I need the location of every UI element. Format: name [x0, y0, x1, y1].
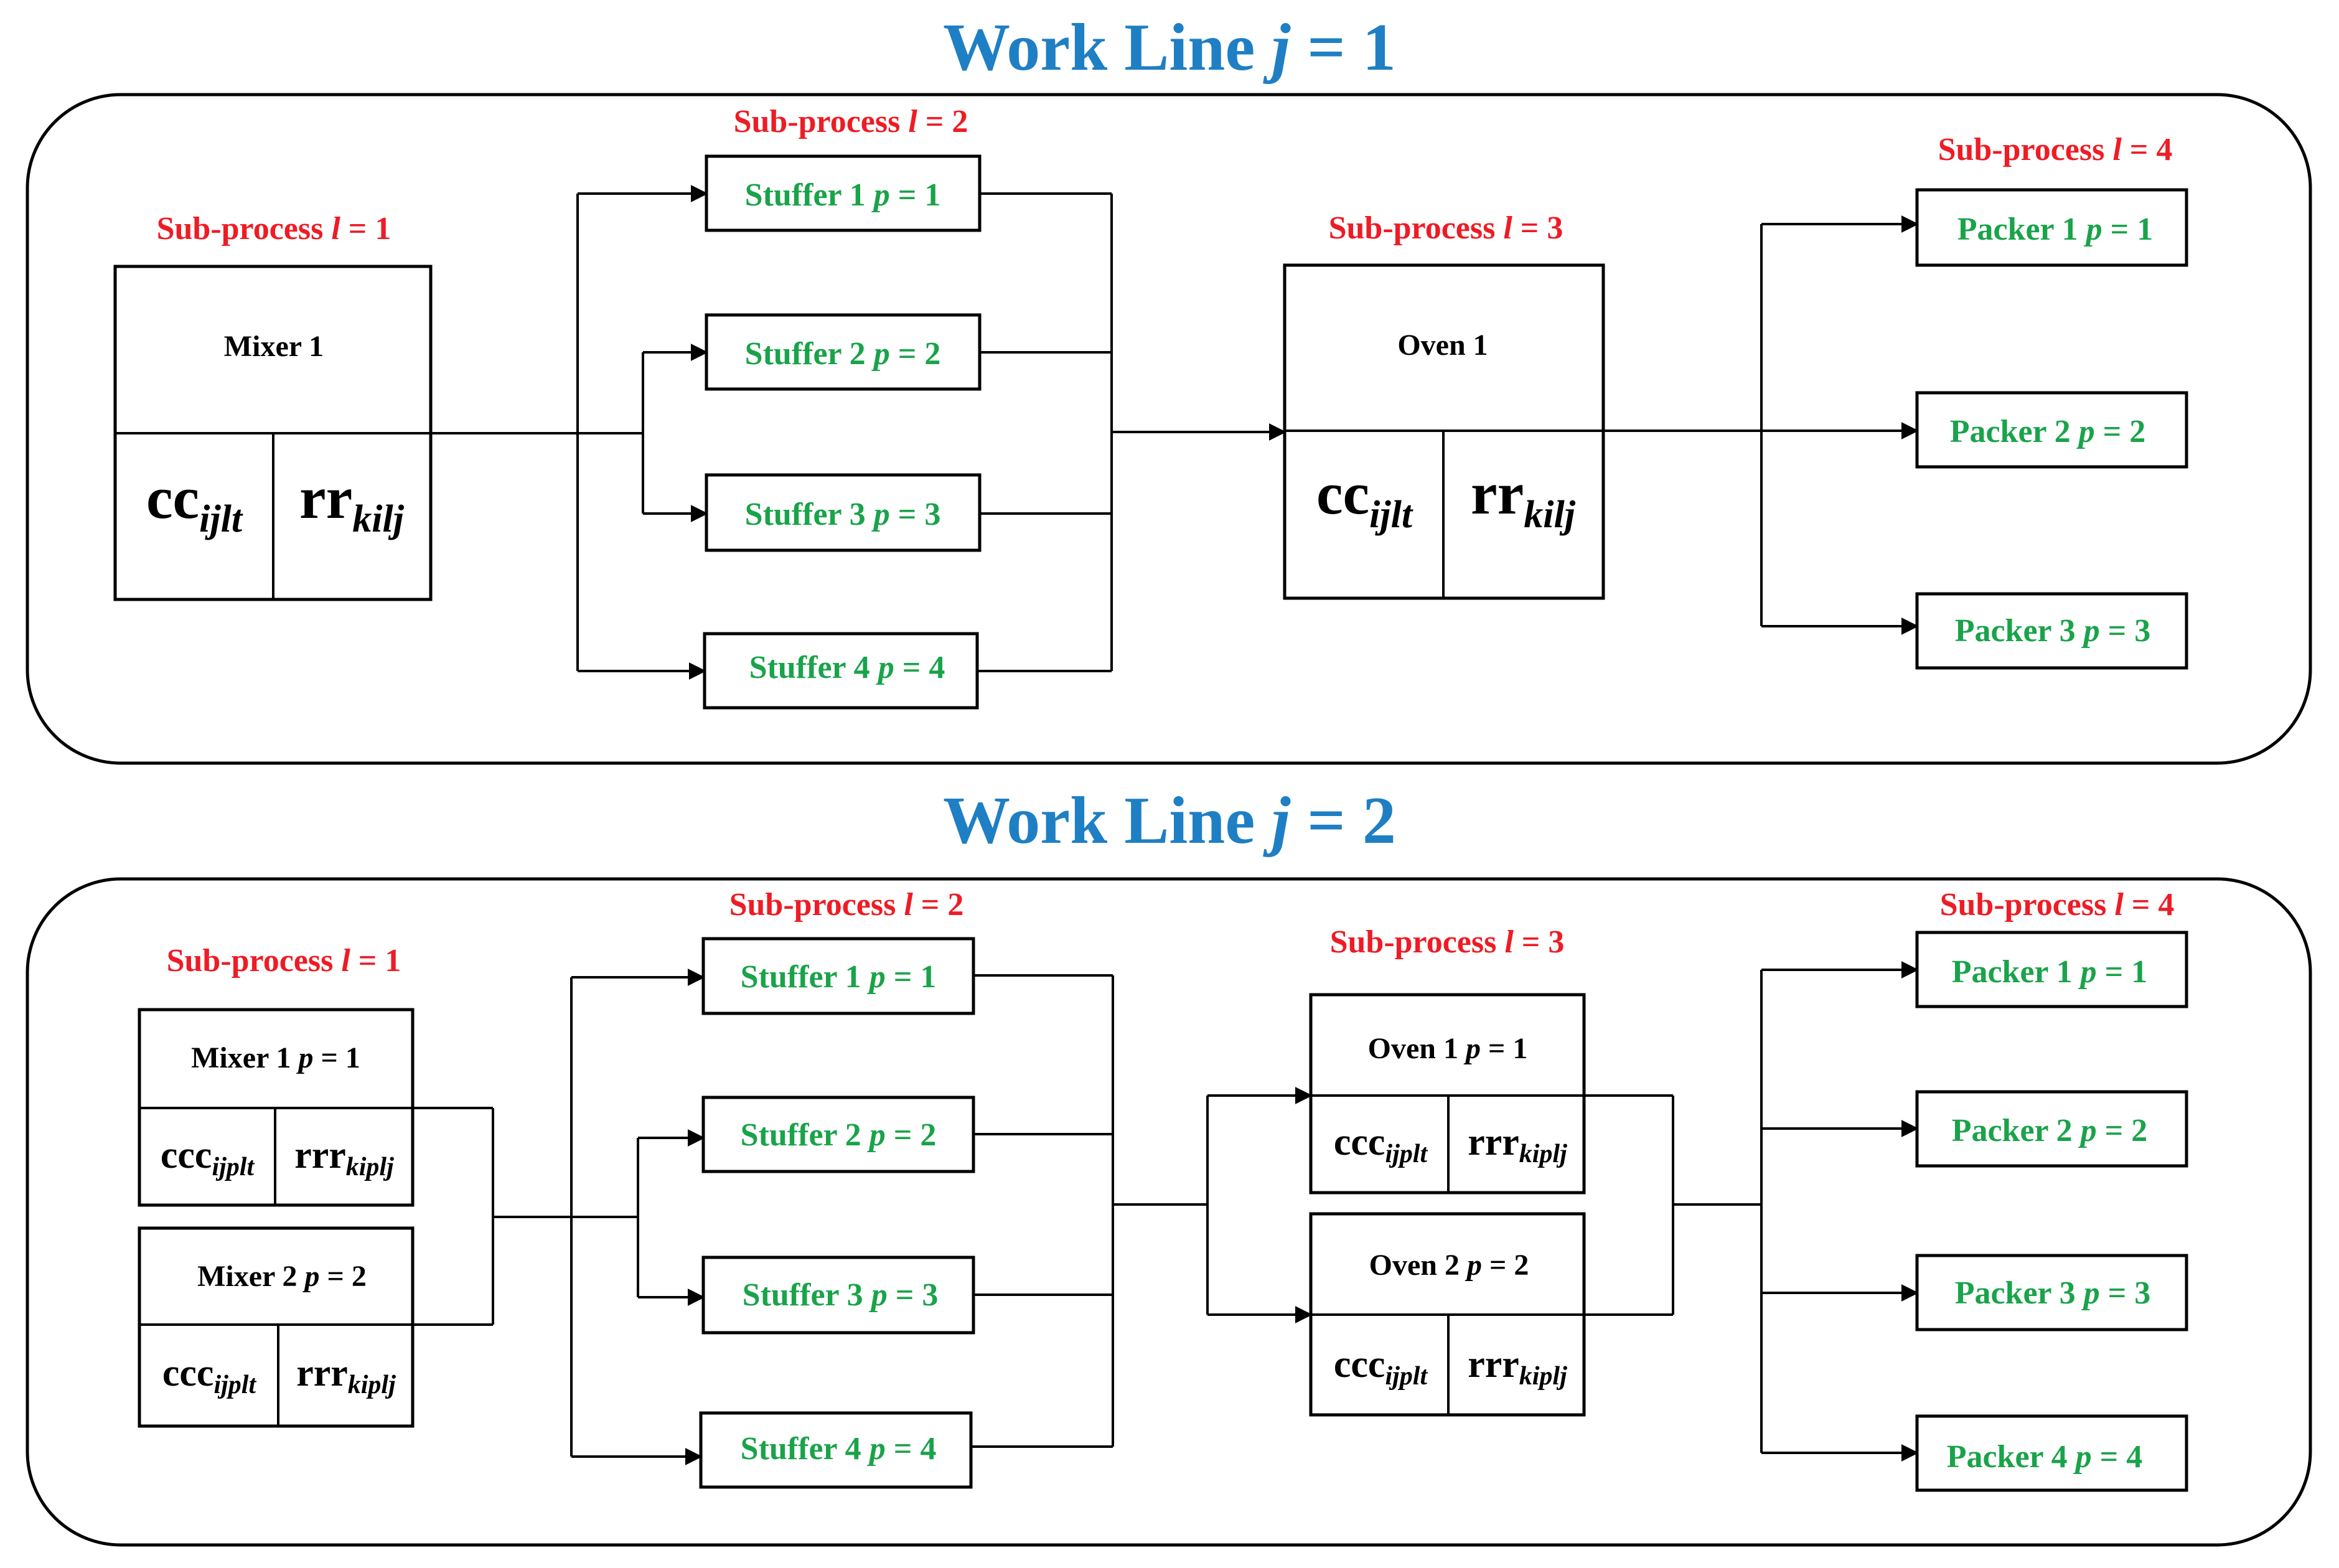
work-line-2-sub-process-1-label: Sub-process l = 1	[167, 943, 401, 979]
work-line-1-connectors	[431, 185, 1919, 680]
work-line-2-oven-1-ccc: cccijplt	[1334, 1121, 1428, 1168]
work-line-1-sub-process-2-label: Sub-process l = 2	[734, 104, 968, 139]
work-line-2-stuffer-1-label: Stuffer 1 p = 1	[741, 959, 937, 995]
work-line-2-stuffer-4-label: Stuffer 4 p = 4	[741, 1431, 937, 1467]
work-line-2-mixer-1-name: Mixer 1 p = 1	[191, 1041, 360, 1074]
work-line-1-oven-name: Oven 1	[1397, 329, 1488, 362]
work-line-2-mixer-box: Mixer 2 p = 2 cccijplt rrrkiplj	[138, 1226, 415, 1428]
work-line-1-stuffer-box: Stuffer 1 p = 1	[705, 154, 982, 232]
work-line-2-packer-3-label: Packer 3 p = 3	[1955, 1275, 2151, 1311]
work-line-2-stuffer-box: Stuffer 2 p = 2	[701, 1096, 975, 1173]
work-line-2-sub-process-3-label: Sub-process l = 3	[1330, 924, 1565, 960]
work-line-2-packer-box: Packer 3 p = 3	[1915, 1254, 2188, 1331]
work-line-2-stuffer-box: Stuffer 4 p = 4	[699, 1411, 973, 1489]
work-line-2-title: Work Line j = 2	[943, 784, 1396, 858]
work-line-1-stuffer-box: Stuffer 2 p = 2	[705, 313, 982, 391]
work-line-1-sub-process-1-label: Sub-process l = 1	[157, 211, 391, 246]
work-line-1-packer-3-label: Packer 3 p = 3	[1955, 613, 2151, 649]
work-line-2-stuffer-box: Stuffer 3 p = 3	[701, 1256, 975, 1335]
work-line-1-frame	[26, 93, 2312, 765]
work-line-1-stuffer-4-label: Stuffer 4 p = 4	[749, 650, 945, 685]
work-line-1-sub-process-3-label: Sub-process l = 3	[1329, 210, 1563, 246]
work-line-1-stuffer-1-label: Stuffer 1 p = 1	[745, 177, 941, 213]
work-line-2-oven-box: Oven 2 p = 2 cccijplt rrrkiplj	[1309, 1212, 1586, 1417]
work-line-2-stuffer-2-label: Stuffer 2 p = 2	[741, 1117, 937, 1153]
work-line-2-packer-1-label: Packer 1 p = 1	[1952, 954, 2148, 990]
work-line-2-mixer-2-name: Mixer 2 p = 2	[197, 1260, 367, 1293]
work-line-2: Work Line j = 2	[26, 784, 2312, 1547]
work-line-2-packer-box: Packer 1 p = 1	[1915, 931, 2188, 1008]
work-line-1-oven-box: Oven 1 ccijlt rrkilj	[1283, 263, 1605, 600]
work-line-1-mixer-name: Mixer 1	[224, 330, 324, 363]
work-line-2-mixer-2-rrr: rrrkiplj	[296, 1352, 396, 1399]
work-line-1-mixer-cc: ccijlt	[146, 464, 243, 540]
work-line-1-oven-cc: ccijlt	[1316, 460, 1413, 536]
work-line-1-stuffer-3-label: Stuffer 3 p = 3	[745, 497, 941, 532]
work-line-2-oven-box: Oven 1 p = 1 cccijplt rrrkiplj	[1309, 993, 1586, 1195]
work-line-1-mixer-rr: rrkilj	[299, 464, 405, 540]
work-line-2-stuffer-box: Stuffer 1 p = 1	[701, 937, 975, 1015]
work-line-2-mixer-2-ccc: cccijplt	[162, 1352, 257, 1399]
work-line-1-sub-process-4-label: Sub-process l = 4	[1938, 132, 2173, 167]
work-line-1-packer-2-label: Packer 2 p = 2	[1950, 414, 2146, 449]
work-line-1-mixer-box: Mixer 1 ccijlt rrkilj	[113, 265, 433, 601]
work-line-2-stuffer-3-label: Stuffer 3 p = 3	[743, 1277, 939, 1313]
work-line-1-packer-box: Packer 3 p = 3	[1915, 592, 2188, 670]
work-line-2-packer-2-label: Packer 2 p = 2	[1952, 1113, 2148, 1148]
work-line-2-packer-4-label: Packer 4 p = 4	[1947, 1439, 2143, 1475]
work-line-2-mixer-1-rrr: rrrkiplj	[294, 1134, 394, 1181]
work-line-1-stuffer-2-label: Stuffer 2 p = 2	[745, 336, 941, 372]
work-line-2-packer-box: Packer 2 p = 2	[1915, 1090, 2188, 1168]
work-line-2-oven-1-name: Oven 1 p = 1	[1368, 1032, 1528, 1065]
work-line-1-packer-box: Packer 2 p = 2	[1915, 391, 2188, 469]
work-line-1: Work Line j = 1 Sub-process l = 1 Sub-pr…	[26, 11, 2312, 765]
work-line-1-title: Work Line j = 1	[943, 11, 1396, 85]
work-line-2-oven-2-rrr: rrrkiplj	[1468, 1343, 1567, 1391]
work-line-2-oven-2-name: Oven 2 p = 2	[1369, 1249, 1529, 1282]
work-line-2-oven-1-rrr: rrrkiplj	[1468, 1121, 1567, 1168]
work-line-2-mixer-1-ccc: cccijplt	[161, 1134, 255, 1181]
work-line-1-packer-box: Packer 1 p = 1	[1915, 188, 2188, 267]
work-line-2-frame	[26, 877, 2312, 1547]
work-line-2-sub-process-2-label: Sub-process l = 2	[729, 887, 964, 922]
work-line-2-oven-2-ccc: cccijplt	[1334, 1343, 1428, 1391]
work-line-2-packer-box: Packer 4 p = 4	[1915, 1414, 2188, 1492]
work-line-1-oven-rr: rrkilj	[1471, 460, 1576, 536]
work-line-2-sub-process-4-label: Sub-process l = 4	[1940, 887, 2175, 922]
work-line-1-packer-1-label: Packer 1 p = 1	[1957, 212, 2154, 247]
work-line-2-mixer-box: Mixer 1 p = 1 cccijplt rrrkiplj	[138, 1008, 415, 1207]
work-line-1-stuffer-box: Stuffer 3 p = 3	[705, 473, 982, 552]
work-line-2-connectors	[413, 961, 1919, 1465]
work-line-1-stuffer-box: Stuffer 4 p = 4	[703, 632, 979, 710]
